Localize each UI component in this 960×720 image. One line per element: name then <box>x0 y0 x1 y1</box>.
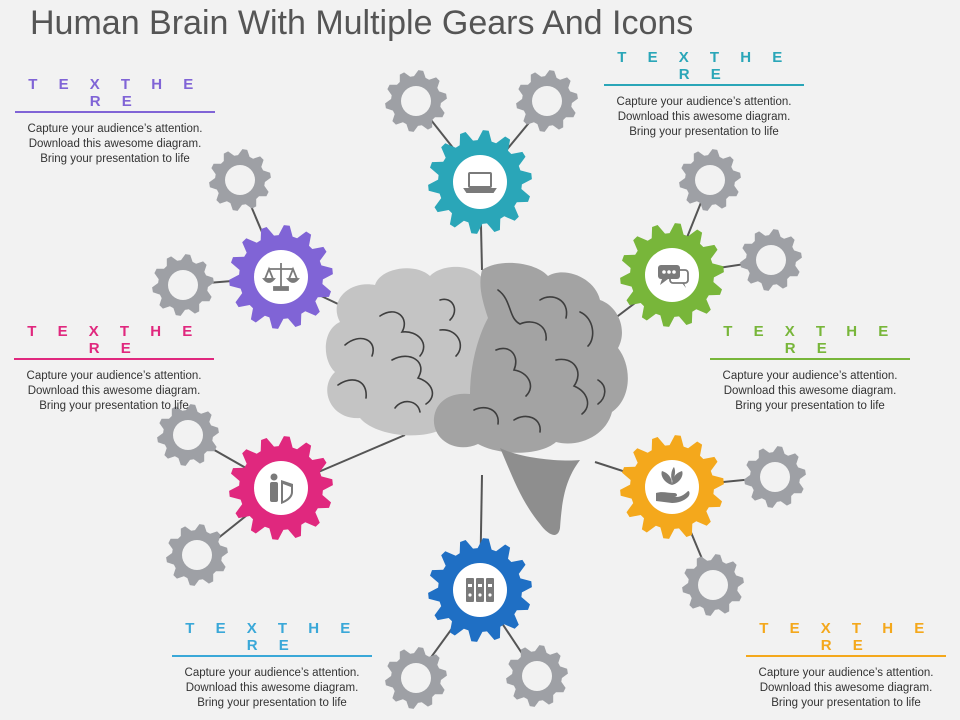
text-block-middle-left: T E X T H E R E Capture your audience’s … <box>14 323 214 414</box>
block-body: Capture your audience’s attention. Downl… <box>27 123 203 165</box>
block-heading: T E X T H E R E <box>604 49 804 86</box>
text-block-middle-right: T E X T H E R E Capture your audience’s … <box>710 323 910 414</box>
small-gear-icon <box>682 554 744 616</box>
chat-icon <box>658 265 689 288</box>
small-gear-icon <box>152 254 214 316</box>
brain-right-hemisphere <box>433 262 628 453</box>
text-block-bottom-right: T E X T H E R E Capture your audience’s … <box>746 620 946 711</box>
small-gear-icon <box>157 404 219 466</box>
laptop-icon <box>463 172 497 193</box>
page-title: Human Brain With Multiple Gears And Icon… <box>30 4 694 42</box>
block-heading: T E X T H E R E <box>15 76 215 113</box>
small-gear-icon <box>679 149 741 211</box>
text-block-top-left: T E X T H E R E Capture your audience’s … <box>15 76 215 167</box>
gear-orange <box>620 435 724 539</box>
person-shield-icon <box>270 473 293 504</box>
text-block-top-right: T E X T H E R E Capture your audience’s … <box>604 49 804 140</box>
block-heading: T E X T H E R E <box>746 620 946 657</box>
block-body: Capture your audience’s attention. Downl… <box>26 370 202 412</box>
brain-illustration <box>325 262 628 535</box>
block-heading: T E X T H E R E <box>710 323 910 360</box>
block-heading: T E X T H E R E <box>172 620 372 657</box>
block-body: Capture your audience’s attention. Downl… <box>184 667 360 709</box>
block-body: Capture your audience’s attention. Downl… <box>616 96 792 138</box>
block-body: Capture your audience’s attention. Downl… <box>758 667 934 709</box>
block-heading: T E X T H E R E <box>14 323 214 360</box>
small-gear-icon <box>744 446 806 508</box>
scales-icon <box>262 263 300 291</box>
small-gears <box>152 70 806 709</box>
small-gear-icon <box>166 524 228 586</box>
block-body: Capture your audience’s attention. Downl… <box>722 370 898 412</box>
brain-folds <box>337 289 606 433</box>
small-gear-icon <box>385 70 447 132</box>
plant-hand-icon <box>656 467 690 503</box>
binders-icon <box>466 578 494 602</box>
small-gear-icon <box>506 645 568 707</box>
small-gear-icon <box>209 149 271 211</box>
text-block-bottom-left: T E X T H E R E Capture your audience’s … <box>172 620 372 711</box>
small-gear-icon <box>385 647 447 709</box>
small-gear-icon <box>740 229 802 291</box>
small-gear-icon <box>516 70 578 132</box>
gear-teal <box>428 130 532 234</box>
brain-stem <box>500 448 580 535</box>
